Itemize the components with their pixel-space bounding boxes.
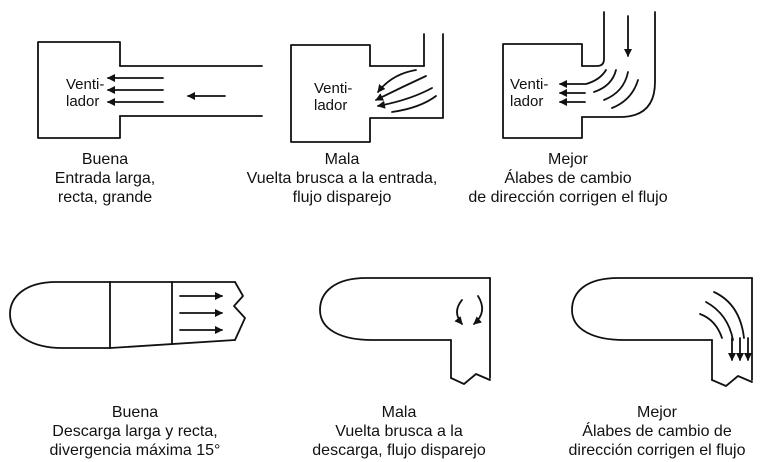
- flow-arrows: [179, 292, 223, 334]
- fan-label-inlet-better: Venti- lador: [510, 76, 548, 110]
- break-line: [711, 375, 753, 387]
- caption-line: descarga, flujo disparejo: [312, 442, 486, 459]
- fan-label-line2: lador: [314, 97, 348, 114]
- outlet-good-figure: [9, 281, 246, 349]
- caption-line: de dirección corrigen el flujo: [468, 189, 668, 206]
- caption-title: Mala: [324, 151, 360, 168]
- break-line: [450, 373, 491, 385]
- caption-outlet-bad: Mala Vuelta brusca a la descarga, flujo …: [288, 403, 510, 460]
- caption-line: Entrada larga,: [54, 170, 156, 187]
- break-line: [233, 281, 246, 341]
- caption-line: recta, grande: [57, 189, 153, 206]
- flow-arrows: [559, 80, 586, 106]
- fan-scroll-housing: [9, 281, 111, 349]
- caption-line: Descarga larga y recta,: [52, 423, 218, 440]
- caption-title: Buena: [81, 151, 129, 168]
- caption-line: Vuelta brusca a la entrada,: [246, 170, 438, 187]
- caption-line: Vuelta brusca a la: [335, 423, 463, 440]
- fan-label-inlet-bad: Venti- lador: [314, 80, 352, 114]
- turbulent-flow-arrows: [454, 295, 484, 325]
- elbow-inner-wall: [581, 11, 605, 67]
- fan-label-inlet-good: Venti- lador: [66, 76, 104, 110]
- caption-line: Álabes de cambio de: [582, 423, 732, 440]
- fan-label-line1: Venti-: [66, 76, 105, 93]
- flow-arrows: [728, 337, 752, 361]
- caption-outlet-good: Buena Descarga larga y recta, divergenci…: [18, 403, 252, 460]
- fan-label-line1: Venti-: [510, 76, 549, 93]
- fan-label-line2: lador: [510, 93, 544, 110]
- outlet-better-figure: [571, 277, 753, 387]
- caption-line: divergencia máxima 15°: [49, 442, 221, 459]
- caption-inlet-good: Buena Entrada larga, recta, grande: [30, 150, 180, 207]
- elbow-outer-wall: [581, 11, 656, 118]
- fan-housing: [290, 33, 444, 143]
- fan-scroll-housing: [571, 277, 753, 341]
- turbulent-flow-arrows: [375, 69, 437, 113]
- turning-vanes: [699, 291, 745, 341]
- caption-line: dirección corrigen el flujo: [568, 442, 746, 459]
- inlet-better-figure: [502, 11, 656, 139]
- turning-vanes: [585, 69, 639, 109]
- flow-arrows: [107, 74, 226, 106]
- fan-scroll-housing: [319, 277, 491, 341]
- fan-housing: [37, 41, 121, 139]
- caption-title: Mala: [381, 404, 417, 421]
- caption-inlet-better: Mejor Álabes de cambio de dirección corr…: [434, 150, 702, 207]
- caption-title: Mejor: [547, 151, 588, 168]
- caption-title: Mejor: [636, 404, 677, 421]
- caption-line: flujo disparejo: [292, 189, 392, 206]
- caption-inlet-bad: Mala Vuelta brusca a la entrada, flujo d…: [212, 150, 472, 207]
- inlet-bad-figure: [290, 33, 444, 143]
- fan-label-line2: lador: [66, 93, 100, 110]
- fan-label-line1: Venti-: [314, 80, 353, 97]
- outlet-bad-figure: [319, 277, 491, 385]
- caption-outlet-better: Mejor Álabes de cambio de dirección corr…: [545, 403, 769, 460]
- caption-title: Buena: [111, 404, 159, 421]
- caption-line: Álabes de cambio: [504, 170, 632, 187]
- inlet-good-figure: [37, 41, 263, 139]
- fan-housing: [502, 43, 583, 139]
